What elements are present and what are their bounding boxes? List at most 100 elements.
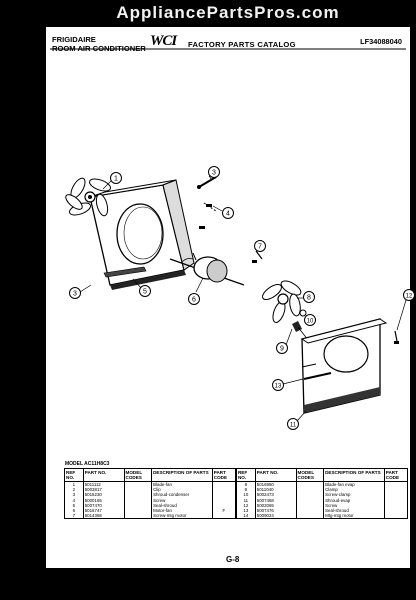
table-cell: Mtg-mtg motor bbox=[323, 513, 385, 520]
table-cell: Seal-shroud bbox=[151, 502, 213, 509]
table-cell: 5007468 bbox=[254, 497, 297, 503]
table-cell bbox=[383, 513, 409, 520]
table-cell: Shroud-condenser bbox=[151, 492, 213, 498]
callout-1: 1 bbox=[102, 172, 122, 190]
table-cell: 7 bbox=[64, 513, 84, 520]
evaporator-seal-shroud bbox=[303, 372, 332, 380]
table-header-row: REF NO. PART NO. MODEL CODES DESCRIPTION… bbox=[64, 468, 409, 482]
table-cell bbox=[383, 502, 409, 509]
col-part-code: PART CODE bbox=[211, 468, 237, 482]
table-cell: Screw-mtg motor bbox=[151, 513, 213, 520]
callout-8: 8 bbox=[297, 291, 315, 303]
table-cell: 9 bbox=[234, 487, 256, 493]
svg-text:4: 4 bbox=[226, 211, 230, 218]
seal-shroud-strip bbox=[103, 266, 147, 278]
watermark: AppliancePartsPros.com bbox=[116, 3, 340, 22]
svg-text:9: 9 bbox=[280, 346, 284, 353]
col-model-codes-2: MODEL CODES bbox=[295, 468, 325, 482]
col-description-2: DESCRIPTION OF PARTS bbox=[323, 468, 385, 482]
table-cell bbox=[383, 492, 409, 498]
table-cell: 14 bbox=[234, 513, 256, 520]
col-description: DESCRIPTION OF PARTS bbox=[151, 468, 213, 482]
condenser-fan-blade bbox=[65, 177, 111, 217]
table-cell: 5014368 bbox=[82, 513, 125, 520]
callout-7: 7 bbox=[254, 240, 266, 252]
table-cell: 5009024 bbox=[254, 513, 297, 520]
col-model-codes: MODEL CODES bbox=[123, 468, 153, 482]
table-cell: 5007470 bbox=[82, 502, 125, 509]
table-cell: Screw bbox=[151, 497, 213, 503]
table-cell: 5002065 bbox=[254, 502, 297, 509]
table-cell: 12 bbox=[234, 502, 256, 509]
table-cell: Motor-fan bbox=[151, 508, 213, 514]
svg-text:1: 1 bbox=[114, 176, 118, 183]
col-ref-no-2: REF NO. bbox=[234, 468, 256, 482]
table-cell bbox=[295, 513, 325, 520]
table-cell bbox=[383, 508, 409, 514]
table-cell bbox=[383, 487, 409, 493]
parts-table: REF NO. PART NO. MODEL CODES DESCRIPTION… bbox=[64, 468, 409, 520]
col-part-code-2: PART CODE bbox=[383, 468, 409, 482]
callout-12: 12 bbox=[396, 289, 415, 331]
table-cell: 13 bbox=[234, 508, 256, 514]
callout-6: 6 bbox=[188, 277, 204, 305]
table-cell: Blade-fan bbox=[151, 481, 213, 488]
table-cell: 8 bbox=[234, 481, 256, 488]
table-cell: 10 bbox=[234, 492, 256, 498]
col-part-no: PART NO. bbox=[82, 468, 125, 482]
callout-4: 4 bbox=[212, 205, 234, 219]
callout-11: 11 bbox=[287, 410, 307, 430]
table-cell: Clip bbox=[151, 487, 213, 493]
wci-logo: WCI bbox=[150, 33, 177, 49]
parts-catalog-page: FRIGIDAIRE ROOM AIR CONDITIONER WCI FACT… bbox=[46, 27, 415, 568]
brand-name: FRIGIDAIRE bbox=[52, 35, 96, 44]
callout-5: 5 bbox=[132, 278, 151, 297]
table-cell: 5016747 bbox=[82, 508, 125, 514]
svg-text:11: 11 bbox=[290, 423, 297, 429]
callout-10: 10 bbox=[304, 314, 316, 326]
table-cell bbox=[383, 481, 409, 488]
motor-mount-screw bbox=[252, 250, 263, 263]
table-cell bbox=[383, 497, 409, 503]
page-number: G-8 bbox=[226, 555, 240, 564]
table-cell: 5000165 bbox=[82, 497, 125, 503]
catalog-number: LF34088040 bbox=[360, 37, 402, 46]
svg-text:7: 7 bbox=[258, 244, 262, 251]
fan-motor bbox=[169, 252, 245, 286]
table-cell: 5011040 bbox=[254, 487, 297, 493]
svg-text:8: 8 bbox=[307, 295, 311, 302]
callout-13: 13 bbox=[272, 378, 304, 391]
svg-text:10: 10 bbox=[307, 319, 314, 325]
table-cell: 5011112 bbox=[82, 481, 125, 488]
table-cell bbox=[123, 513, 153, 520]
col-part-no-2: PART NO. bbox=[254, 468, 297, 482]
table-cell: 5016950 bbox=[254, 481, 297, 488]
table-cell: 5007476 bbox=[254, 508, 297, 514]
evaporator-fan-blade bbox=[262, 280, 302, 323]
col-ref-no: REF NO. bbox=[64, 468, 84, 482]
svg-text:13: 13 bbox=[275, 384, 282, 390]
svg-text:5: 5 bbox=[143, 289, 147, 296]
exploded-parts-diagram: 1 3 4 3 5 6 7 bbox=[50, 48, 415, 430]
catalog-title: FACTORY PARTS CATALOG bbox=[188, 40, 296, 49]
table-cell: 5002473 bbox=[254, 492, 297, 498]
clip-and-screws bbox=[197, 176, 217, 229]
svg-text:6: 6 bbox=[192, 297, 196, 304]
condenser-shroud bbox=[89, 179, 195, 290]
model-line: MODEL AC11H8C3 bbox=[65, 461, 110, 467]
svg-text:3: 3 bbox=[212, 170, 216, 177]
table-cell bbox=[211, 513, 237, 520]
shroud-screw bbox=[394, 330, 399, 344]
callout-9: 9 bbox=[276, 328, 293, 354]
svg-text:3: 3 bbox=[73, 291, 77, 298]
table-cell: 11 bbox=[234, 497, 256, 503]
callout-3-left: 3 bbox=[69, 284, 92, 299]
table-cell: 5016230 bbox=[82, 492, 125, 498]
